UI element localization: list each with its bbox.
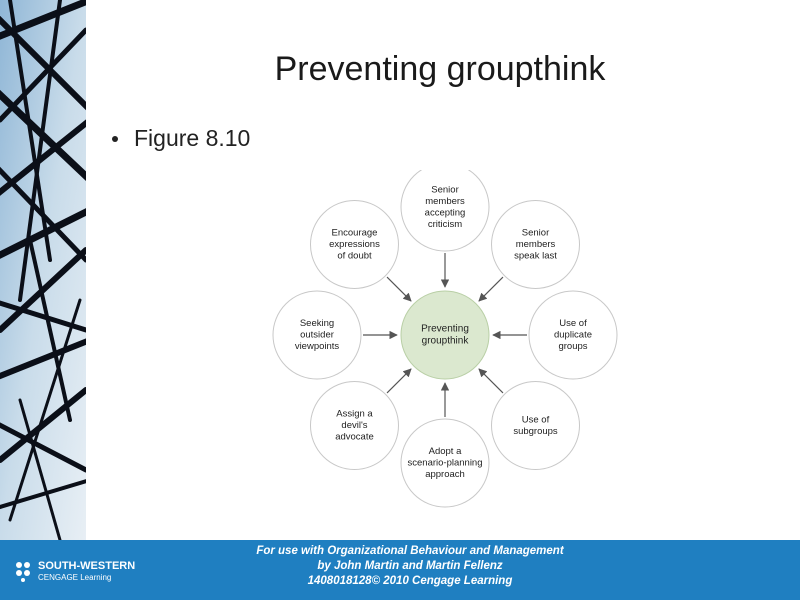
diagram-node-text-line: Senior (431, 184, 458, 195)
diagram-node-text-line: of doubt (337, 251, 372, 262)
logo-line2: CENGAGE Learning (38, 573, 111, 582)
diagram-node-text-line: Seeking (300, 318, 334, 329)
decorative-lattice-image (0, 0, 86, 540)
footer-line3: 1408018128© 2010 Cengage Learning (200, 574, 620, 589)
arrow-connector (387, 369, 411, 393)
footer-line1: For use with Organizational Behaviour an… (200, 544, 620, 559)
diagram-node-text-line: Encourage (332, 228, 378, 239)
diagram-node-text-line: groups (558, 341, 587, 352)
arrow-connector (387, 277, 411, 301)
bullet-icon (112, 136, 118, 142)
footer-line2: by John Martin and Martin Fellenz (200, 559, 620, 574)
diagram-node-text-line: Senior (522, 228, 549, 239)
diagram-node-text-line: outsider (300, 330, 334, 341)
diagram-node-text-line: members (516, 239, 556, 250)
groupthink-diagram: SeniormembersacceptingcriticismSeniormem… (260, 170, 630, 510)
diagram-node-text-line: Use of (522, 414, 550, 425)
diagram-node-text-line: duplicate (554, 330, 592, 341)
diagram-node-text-line: advocate (335, 432, 374, 443)
bullet-text: Figure 8.10 (134, 125, 250, 152)
diagram-node-text-line: Assign a (336, 409, 373, 420)
diagram-node-text-line: Adopt a (429, 446, 462, 457)
diagram-center-text-line: groupthink (422, 336, 470, 347)
diagram-node-text-line: scenario-planning (408, 458, 483, 469)
footer-bar: SOUTH-WESTERN CENGAGE Learning For use w… (0, 540, 800, 600)
bullet-item: Figure 8.10 (112, 125, 250, 152)
logo-line1: SOUTH-WESTERN (38, 560, 135, 572)
diagram-node-text-line: subgroups (513, 426, 558, 437)
diagram-node-text-line: approach (425, 469, 465, 480)
diagram-node-text-line: criticism (428, 219, 462, 230)
arrow-connector (479, 369, 503, 393)
diagram-node-text-line: members (425, 196, 465, 207)
diagram-node-text-line: expressions (329, 239, 380, 250)
diagram-node-text-line: devil's (341, 420, 367, 431)
south-western-cengage-logo: SOUTH-WESTERN CENGAGE Learning (10, 556, 160, 586)
diagram-node-text-line: viewpoints (295, 341, 340, 352)
diagram-node-text-line: speak last (514, 251, 557, 262)
logo-mark-icon (16, 562, 30, 582)
diagram-center-text-line: Preventing (421, 324, 469, 335)
diagram-node-text-line: Use of (559, 318, 587, 329)
diagram-node-text-line: accepting (425, 207, 466, 218)
footer-credits: For use with Organizational Behaviour an… (200, 544, 620, 589)
slide-title: Preventing groupthink (120, 50, 760, 89)
arrow-connector (479, 277, 503, 301)
